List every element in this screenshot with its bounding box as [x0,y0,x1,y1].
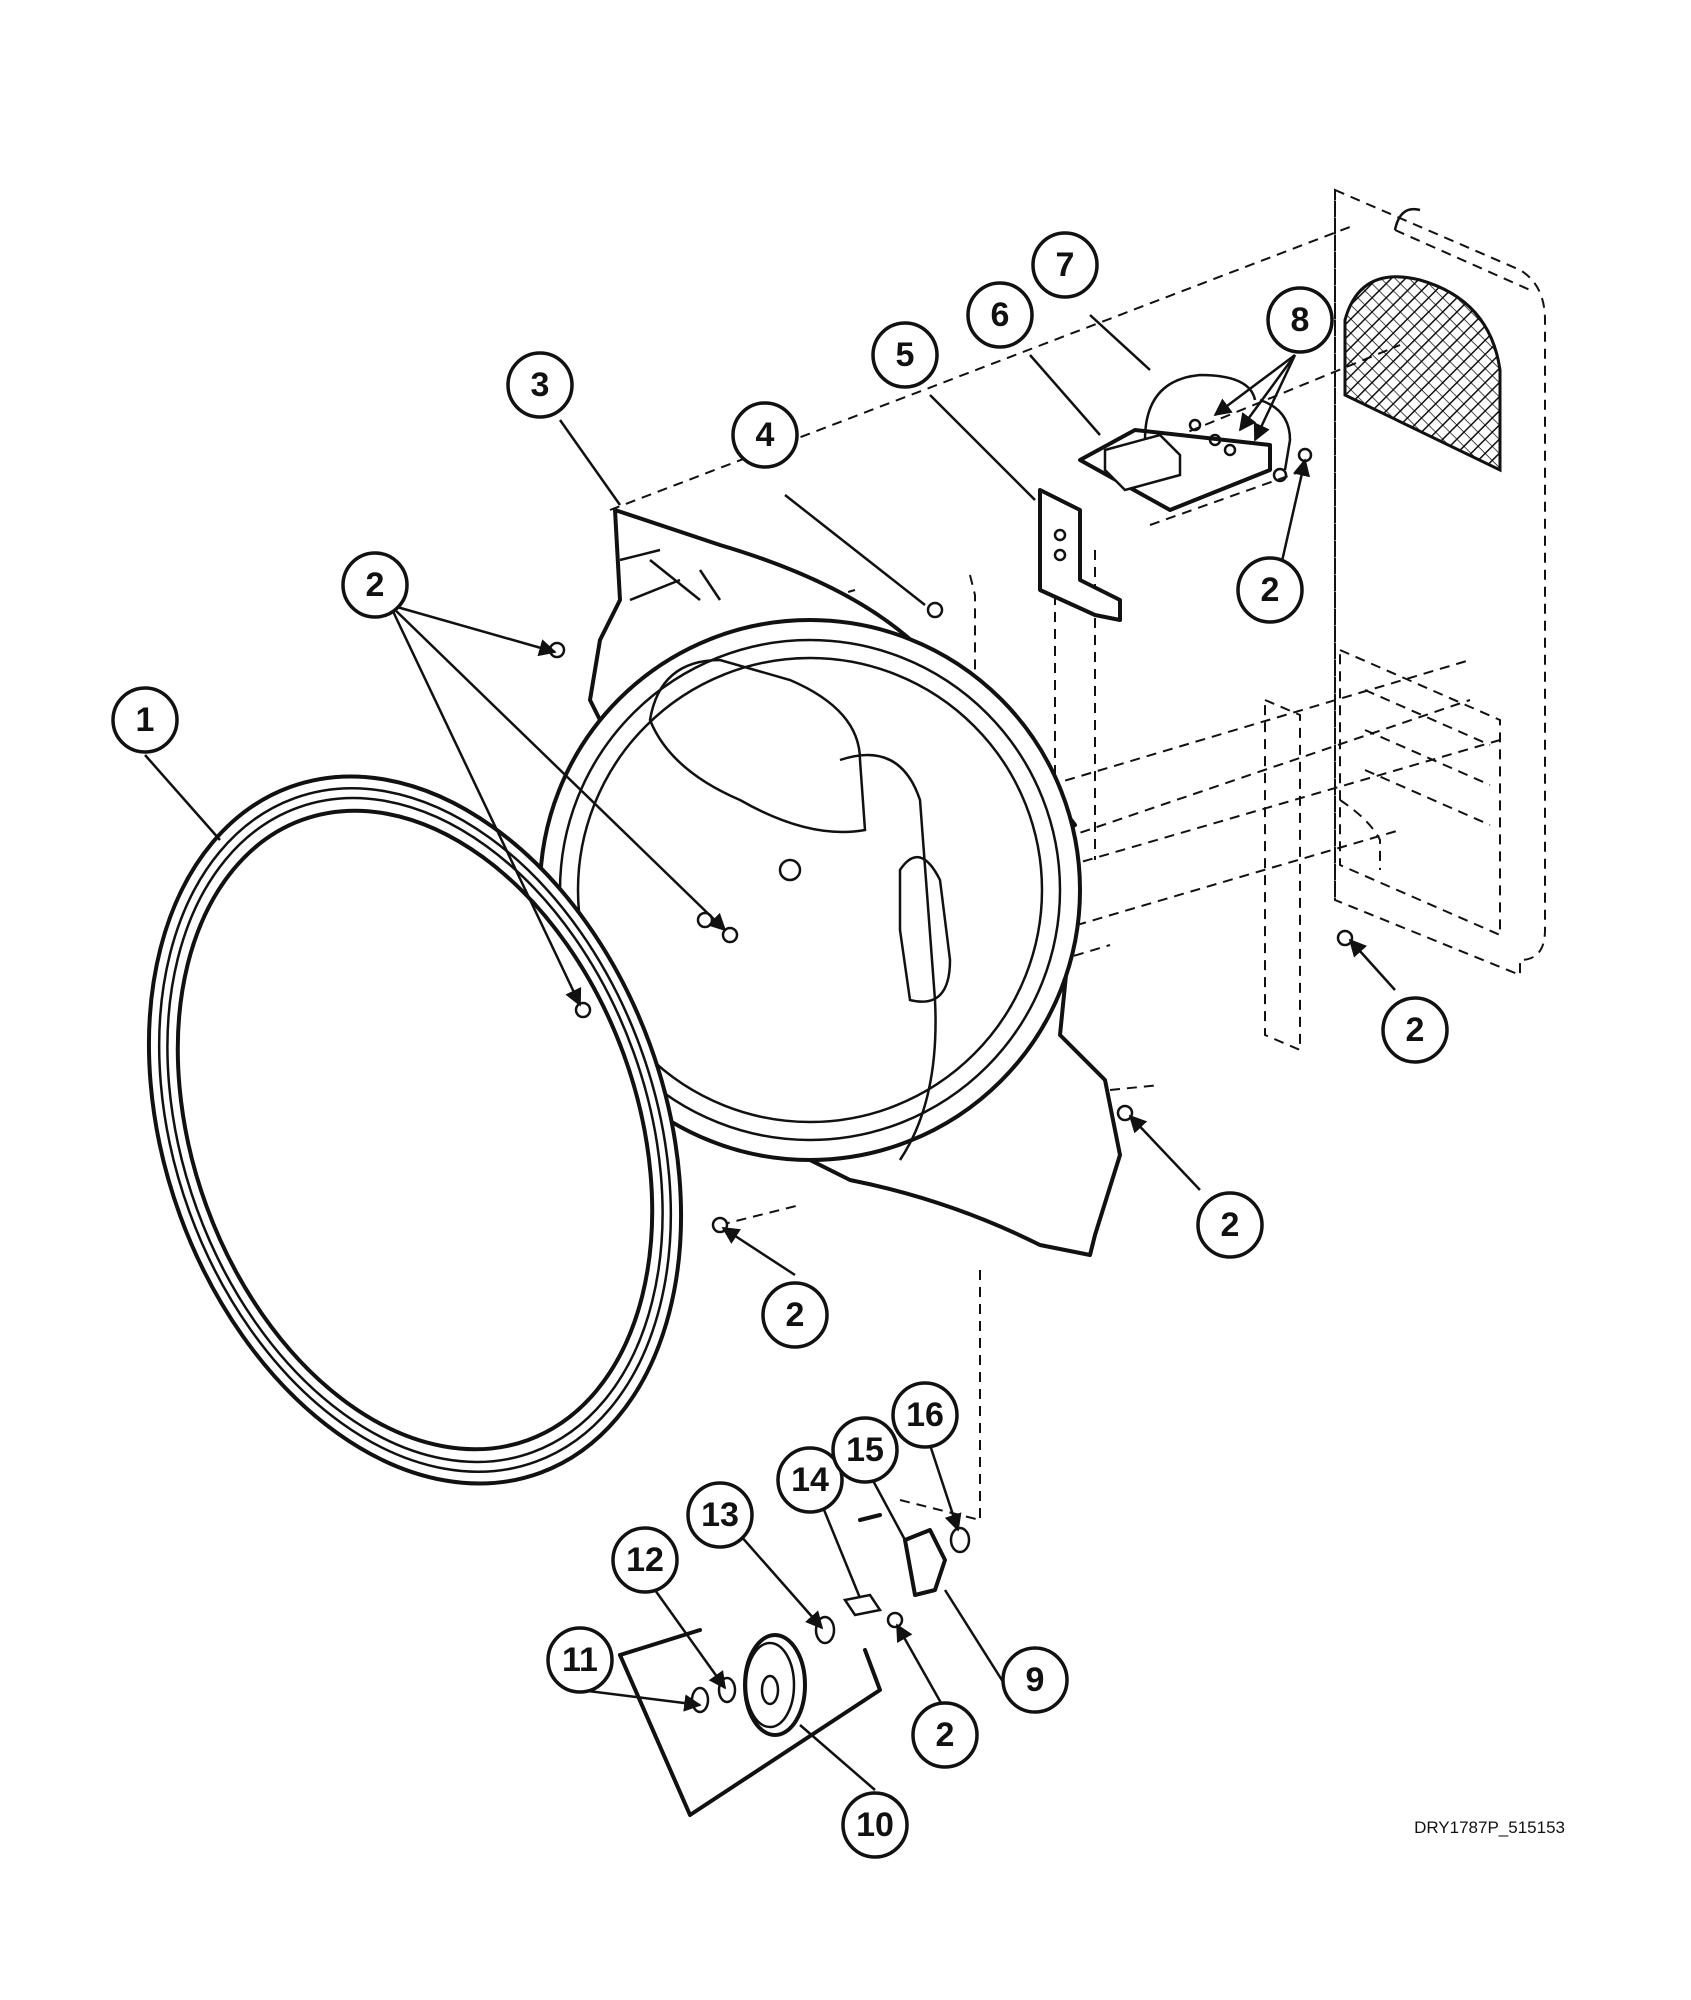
svg-text:2: 2 [1261,571,1280,609]
svg-text:2: 2 [1221,1206,1240,1244]
cabinet-vent-grille [1343,275,1502,473]
callout-4: 4 [731,401,799,469]
callout-9: 9 [1001,1646,1069,1714]
svg-text:14: 14 [791,1461,829,1499]
door-seal-ring [146,774,684,1486]
callout-2: 2 [341,551,409,619]
svg-text:12: 12 [626,1541,664,1579]
leader-lines [144,314,1396,1791]
svg-text:2: 2 [786,1296,805,1334]
callout-11: 11 [546,1626,614,1694]
roller-assembly [618,1513,971,1817]
callout-6: 6 [966,281,1034,349]
svg-text:4: 4 [756,416,775,454]
svg-text:16: 16 [906,1396,944,1434]
callout-7: 7 [1031,231,1099,299]
front-bulkhead-panel [538,508,1122,1257]
svg-text:10: 10 [856,1806,894,1844]
callout-2: 2 [911,1701,979,1769]
drawing-reference-id: DRY1787P_515153 [1414,1818,1565,1837]
callout-8: 8 [1266,286,1334,354]
svg-text:2: 2 [936,1716,955,1754]
callout-5: 5 [871,321,939,389]
svg-text:8: 8 [1291,301,1310,339]
svg-text:13: 13 [701,1496,739,1534]
callout-2: 2 [761,1281,829,1349]
bracket [1038,488,1122,622]
svg-text:6: 6 [991,296,1010,334]
svg-text:3: 3 [531,366,550,404]
callout-3: 3 [506,351,574,419]
svg-text:2: 2 [1406,1011,1425,1049]
svg-text:5: 5 [896,336,915,374]
callout-1: 1 [111,686,179,754]
callout-13: 13 [686,1481,754,1549]
callout-2: 2 [1236,556,1304,624]
callout-14: 14 [776,1446,844,1514]
callout-2: 2 [1196,1191,1264,1259]
svg-text:2: 2 [366,566,385,604]
dryer-cabinet [1264,188,1546,1052]
svg-text:15: 15 [846,1431,884,1469]
callout-2: 2 [1381,996,1449,1064]
svg-text:1: 1 [136,701,155,739]
callout-10: 10 [841,1791,909,1859]
callout-16: 16 [891,1381,959,1449]
svg-text:7: 7 [1056,246,1075,284]
terminal-block-assembly [1078,373,1313,512]
svg-text:11: 11 [562,1641,598,1679]
callout-12: 12 [611,1526,679,1594]
callouts: 1 2 3 4 5 6 7 8 2 2 2 2 9 10 11 12 13 14… [111,231,1449,1859]
svg-text:9: 9 [1026,1661,1045,1699]
callout-15: 15 [831,1416,899,1484]
